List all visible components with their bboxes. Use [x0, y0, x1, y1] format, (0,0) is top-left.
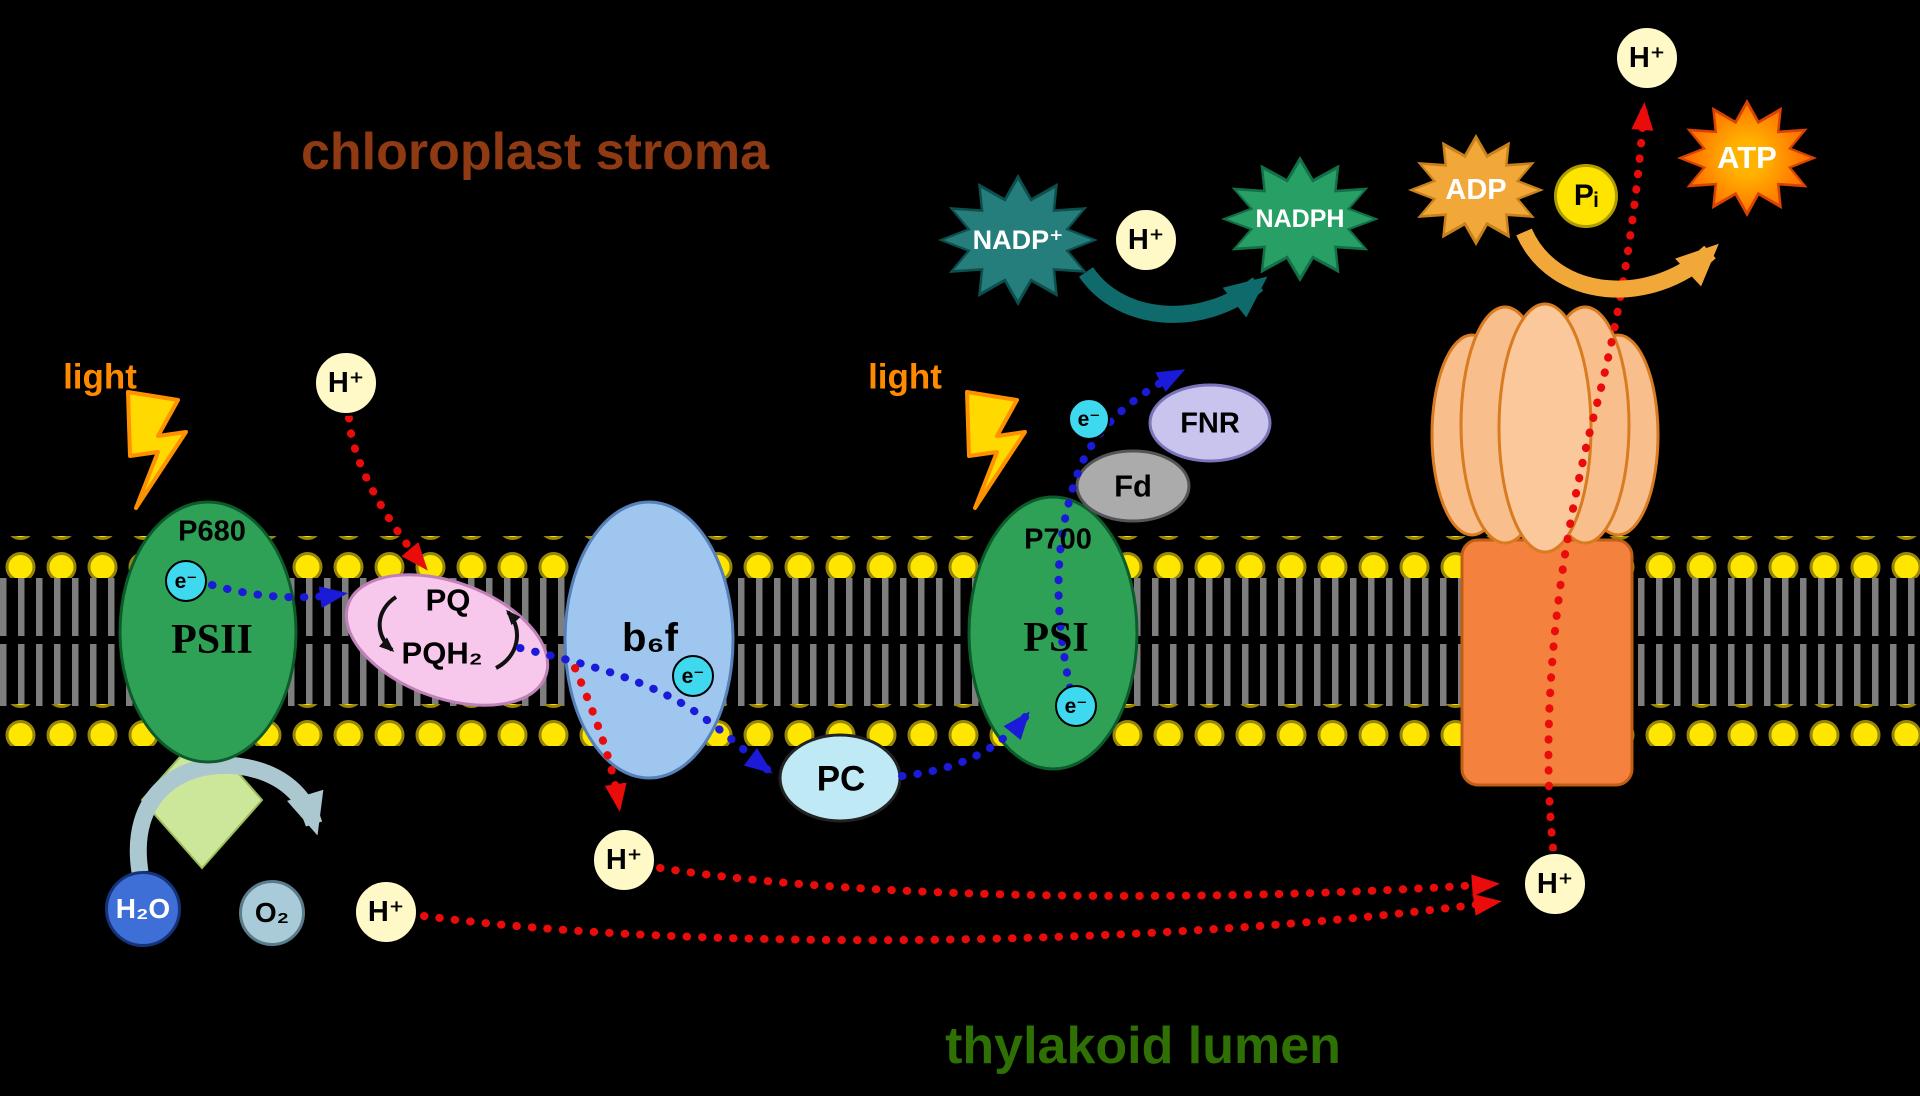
- fnr-label: FNR: [1180, 407, 1240, 440]
- p680-label: P680: [178, 515, 246, 548]
- lightning-bolt-right-icon: [965, 390, 1027, 510]
- plastoquinone-shuttle: [344, 573, 550, 707]
- proton-token-lumen-atpsynthase: H⁺: [1522, 851, 1588, 917]
- proton-token-lumen-psii: H⁺: [353, 879, 419, 945]
- phosphate-molecule: Pᵢ: [1554, 164, 1618, 228]
- psii-label: PSII: [171, 617, 253, 663]
- light-label-right: light: [868, 357, 942, 397]
- proton-path: [345, 102, 1654, 945]
- atp-formation-arrow: [1516, 228, 1719, 298]
- ferredoxin: [1075, 449, 1191, 523]
- light-label-left: light: [63, 357, 137, 397]
- pqh2-label: PQH₂: [401, 635, 483, 671]
- electron-path: [208, 368, 1186, 780]
- pq-label: PQ: [425, 582, 471, 618]
- fd-label: Fd: [1114, 468, 1152, 504]
- b6f-label: b₆f: [622, 616, 678, 660]
- proton-token-stroma-atpsynthase: H⁺: [1614, 25, 1680, 91]
- lumen-label: thylakoid lumen: [945, 1017, 1341, 1075]
- nadph-label: NADPH: [1255, 204, 1345, 233]
- electron-token-fnr: e⁻: [1068, 398, 1110, 440]
- adp-label: ADP: [1445, 173, 1507, 206]
- electron-token-b6f: e⁻: [672, 655, 714, 697]
- proton-token-lumen-b6f: H⁺: [591, 827, 657, 893]
- nadp-label: NADP⁺: [972, 224, 1064, 255]
- lightning-bolt-left-icon: [126, 390, 188, 510]
- fnr-enzyme: [1148, 383, 1272, 463]
- psii-complex: [118, 500, 298, 764]
- psi-label: PSI: [1023, 615, 1089, 661]
- electron-token-psi: e⁻: [1055, 685, 1097, 727]
- stroma-label: chloroplast stroma: [300, 123, 770, 181]
- p700-label: P700: [1024, 523, 1092, 556]
- water-molecule: H₂O: [105, 871, 181, 947]
- proton-token-stroma-psii: H⁺: [313, 350, 379, 416]
- atp-label: ATP: [1717, 140, 1777, 175]
- pc-label: PC: [816, 759, 866, 799]
- atp-synthase: [1430, 302, 1660, 787]
- water-splitting-arrow: [129, 756, 324, 874]
- oxygen-molecule: O₂: [239, 880, 305, 946]
- proton-token-nadp: H⁺: [1113, 207, 1179, 273]
- electron-token-psii: e⁻: [165, 560, 207, 602]
- nadph-formation-arrow: [1078, 266, 1268, 323]
